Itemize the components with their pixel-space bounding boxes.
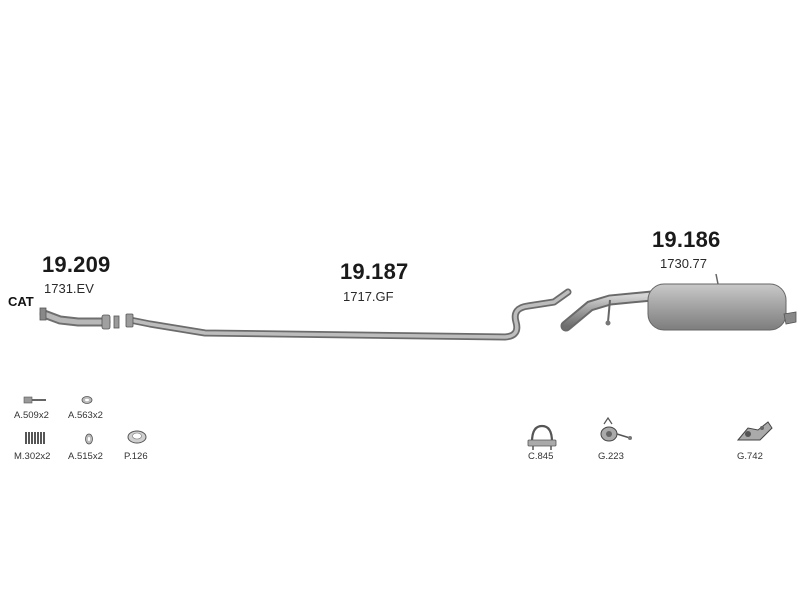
accessory-code-a509: A.509x2	[14, 410, 49, 421]
reference-19209: 1731.EV	[44, 281, 94, 296]
reference-19186: 1730.77	[660, 256, 707, 271]
accessory-code-a515: A.515x2	[68, 451, 103, 462]
nut-icon	[81, 396, 93, 404]
accessory-code-m302: M.302x2	[14, 451, 51, 462]
part-number-19209: 19.209	[42, 252, 111, 277]
front-pipe-19209	[39, 307, 120, 330]
gasket-ring-icon	[127, 430, 147, 444]
reference-19187: 1717.GF	[343, 289, 394, 304]
bracket-mount-icon	[736, 421, 773, 441]
part-number-19187: 19.187	[340, 259, 409, 284]
clamp-icon	[527, 424, 557, 450]
cat-label: CAT	[8, 294, 34, 309]
accessory-code-c845: C.845	[528, 451, 554, 462]
accessory-code-g223: G.223	[598, 451, 624, 462]
part-number-19186: 19.186	[652, 227, 721, 252]
accessory-code-g742: G.742	[737, 451, 763, 462]
accessory-code-a563: A.563x2	[68, 410, 103, 421]
rubber-hanger-icon	[600, 416, 632, 442]
washer-icon	[85, 433, 93, 445]
middle-pipe-19187	[125, 288, 572, 341]
bolt-icon	[23, 396, 46, 404]
accessory-code-p126: P.126	[124, 451, 148, 462]
spring-icon	[25, 432, 45, 444]
rear-silencer-19186	[560, 273, 797, 332]
